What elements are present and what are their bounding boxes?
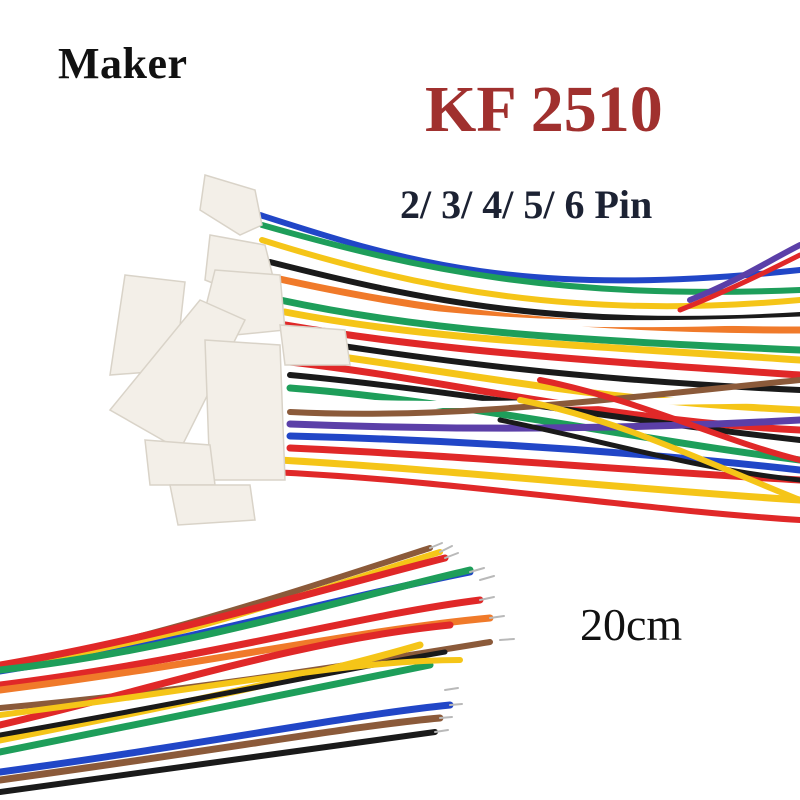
connector-bottom xyxy=(144,439,216,486)
length-label: 20cm xyxy=(580,599,683,650)
lower-wire-bundle xyxy=(0,545,504,795)
connector-6pin-angled xyxy=(108,299,247,452)
connector-2pin xyxy=(199,174,263,236)
brand-label: Maker xyxy=(58,39,188,88)
connector-small xyxy=(279,324,351,366)
tinned-wire-tips xyxy=(429,542,515,733)
pin-options-label: 2/ 3/ 4/ 5/ 6 Pin xyxy=(400,182,653,227)
upper-wire-bundle xyxy=(257,212,800,523)
model-title: KF 2510 xyxy=(425,73,663,146)
connector-bottom-2 xyxy=(169,484,256,526)
connector-housings xyxy=(108,174,351,526)
connector-6pin-front xyxy=(204,339,286,481)
